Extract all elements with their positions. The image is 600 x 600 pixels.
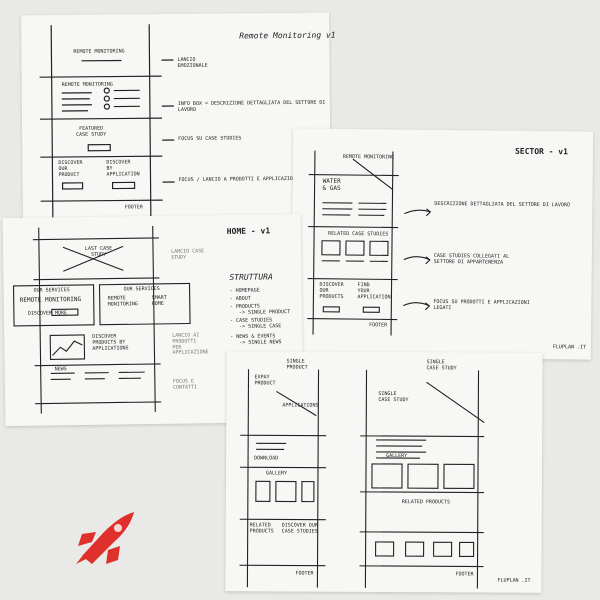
sheet-home: HOME - v1 LAST CASE STUDY LANCIO CASE ST… [2,213,304,427]
remote-discover-app: DISCOVER BY APPLICATION [106,159,140,178]
single-case-gallery: GALLERY [386,453,408,460]
single-footer: FOOTER [295,570,314,577]
sector-credit: FLUPLAN .IT [552,344,587,351]
sector-note-2: CASE STUDIES COLLEGATI AL SETTORE DI APP… [433,252,510,266]
remote-note-1: LANCIO EMOZIONALE [177,56,208,69]
sector-related: RELATED CASE STUDIES [328,230,389,238]
single-case-related: RELATED PRODUCTS [401,499,451,506]
remote-discover-product: DISCOVER OUR PRODUCT [58,159,83,178]
single-applications: APPLICATIONS [282,402,319,409]
home-news: NEWS [54,366,67,373]
home-wireframe-drawing [12,225,191,414]
sheet-remote-monitoring: Remote Monitoring v1 REMOTE MONITORING R… [21,12,336,226]
home-svc1-btn: DISCOVER MORE [27,310,68,317]
home-hero-note: LANCIO CASE STUDY [171,248,205,261]
single-credit: FLUPLAN .IT [497,577,531,584]
sector-wireframe-drawing [307,150,432,336]
remote-note-2: INFO BOX = DESCRIZIONE DETTAGLIATA DEL S… [177,99,326,113]
home-svc2a: REMOTE MONITORING [107,295,138,308]
struttura-item: - NEWS & EVENTS -> SINGLE NEWS [230,333,282,346]
single-related-products: RELATED PRODUCTS [249,522,274,535]
remote-note-4: FOCUS / LANCIO A PRODOTTI E APPLICAZIONI [178,175,299,183]
sector-find-app: FIND YOUR APPLICATION [357,282,391,300]
remote-title: Remote Monitoring v1 [239,30,336,41]
remote-section2: REMOTE MONITORING [61,81,113,88]
remote-featured: FEATURED CASE STUDY [76,125,107,138]
single-product-title: SINGLE PRODUCT [286,358,308,371]
single-discover-case: DISCOVER OUR CASE STUDIES [281,522,318,535]
remote-footer: FOOTER [124,204,143,211]
home-side-note-2: FOCUS E CONTATTI [172,378,198,391]
home-discover: DISCOVER PRODUCTS BY APPLICATIONS [92,333,129,352]
single-case-name: SINGLE CASE STUDY [378,390,409,403]
sector-note-3: FOCUS SU PRODOTTI E APPLICAZIONI LEGATI [433,298,530,311]
struttura-item: - HOMEPAGE [229,287,260,294]
sector-footer: FOOTER [369,322,388,329]
remote-header: REMOTE MONITORING [73,48,125,55]
sheet-sector: SECTOR - v1 REMOTE MONITORING WATER & GA… [290,128,594,360]
home-title: HOME - v1 [226,226,271,236]
sector-hero: WATER & GAS [322,177,341,192]
struttura-item: - CASE STUDIES -> SINGLE CASE [229,317,282,330]
struttura-item: - ABOUT [229,295,251,302]
sector-discover-product: DISCOVER OUR PRODUCTS [319,281,344,300]
single-gallery: GALLERY [265,470,288,477]
home-svc2b: SMART HOME [151,294,167,307]
home-svc1-label: OUR SERVICES [33,287,70,294]
sector-title: SECTOR - v1 [514,146,569,157]
remote-note-3: FOCUS SU CASE STUDIES [178,135,242,142]
struttura-title: STRUTTURA [229,272,273,282]
single-download: DOWNLOAD [254,455,279,462]
home-svc1: REMOTE MONITORING [19,296,82,304]
single-wireframe-drawing [239,369,485,589]
sheet-single: SINGLE PRODUCT EXPAY PRODUCT APPLICATION… [225,351,543,593]
remote-wireframe-drawing [39,24,175,221]
home-svc2-label: OUR SERVICES [123,285,160,293]
struttura-item: - PRODUCTS -> SINGLE PRODUCT [229,303,291,316]
home-hero: LAST CASE STUDY [84,245,113,258]
single-case-title: SINGLE CASE STUDY [426,359,457,372]
single-case-footer: FOOTER [455,571,474,578]
sector-nav: REMOTE MONITORING [342,153,395,161]
home-side-note-1: LANCIO AI PRODOTTI PER APPLICAZIONE [172,332,209,356]
rocket-icon [76,512,134,564]
single-product-name: EXPAY PRODUCT [254,374,276,387]
